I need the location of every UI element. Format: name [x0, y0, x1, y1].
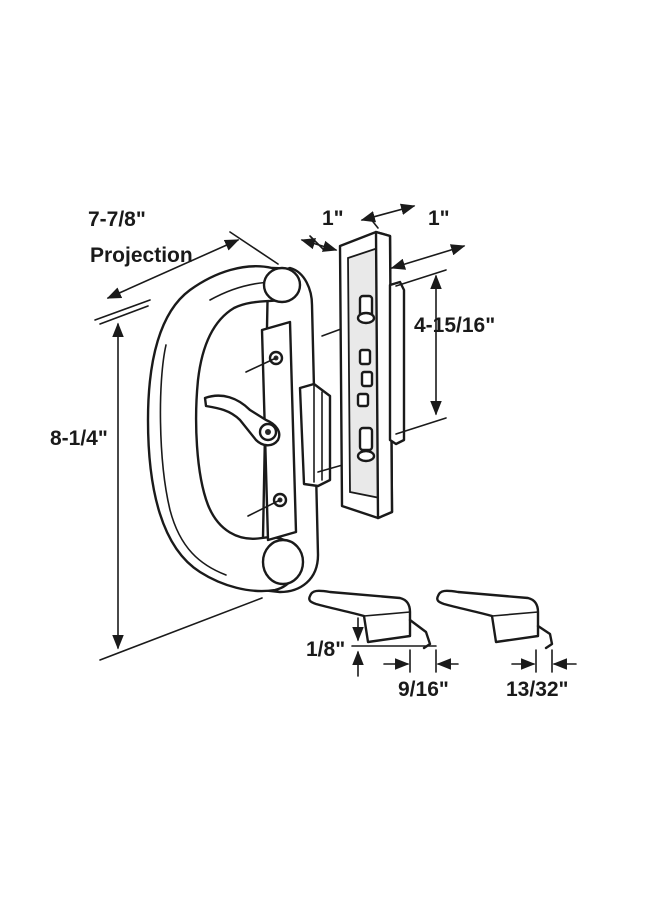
hole-spacing-label: 4-15/16" [414, 314, 495, 337]
latch-offset-dimension [351, 617, 437, 677]
projection-dimension [94, 231, 279, 321]
latch-a-length-dimension [383, 649, 459, 673]
latch-offset-label: 1/8" [306, 638, 345, 661]
d-handle [146, 265, 332, 594]
height-label: 8-1/4" [50, 427, 108, 450]
hook-latch [298, 382, 332, 488]
projection-word-label: Projection [90, 244, 193, 267]
hole-spacing-dimension [395, 269, 447, 435]
projection-value-label: 7-7/8" [88, 208, 146, 231]
mount-posts [356, 294, 376, 463]
latch-b [436, 589, 554, 650]
latch-b-length-dimension [511, 649, 577, 673]
mount-width-dimension [300, 203, 466, 270]
mount-depth-label: 1" [428, 207, 450, 230]
mounting-plate [338, 230, 406, 520]
mount-width-label: 1" [322, 207, 344, 230]
latch-a-length-label: 9/16" [398, 678, 449, 701]
height-dimension [99, 305, 263, 661]
latch-b-length-label: 13/32" [506, 678, 569, 701]
